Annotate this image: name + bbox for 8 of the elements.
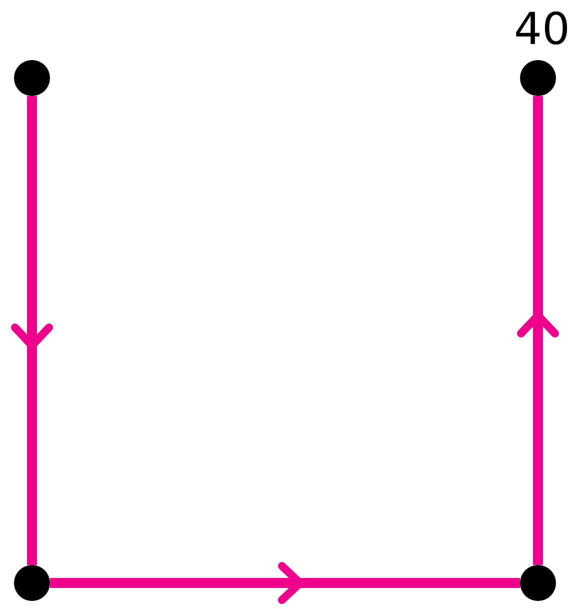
- node-label: 40: [514, 8, 570, 52]
- arrow: [11, 96, 53, 565]
- dot: [14, 60, 50, 96]
- dot: [14, 565, 50, 601]
- arrow: [517, 96, 559, 565]
- dot: [520, 60, 556, 96]
- arrow: [50, 562, 520, 604]
- dot: [520, 565, 556, 601]
